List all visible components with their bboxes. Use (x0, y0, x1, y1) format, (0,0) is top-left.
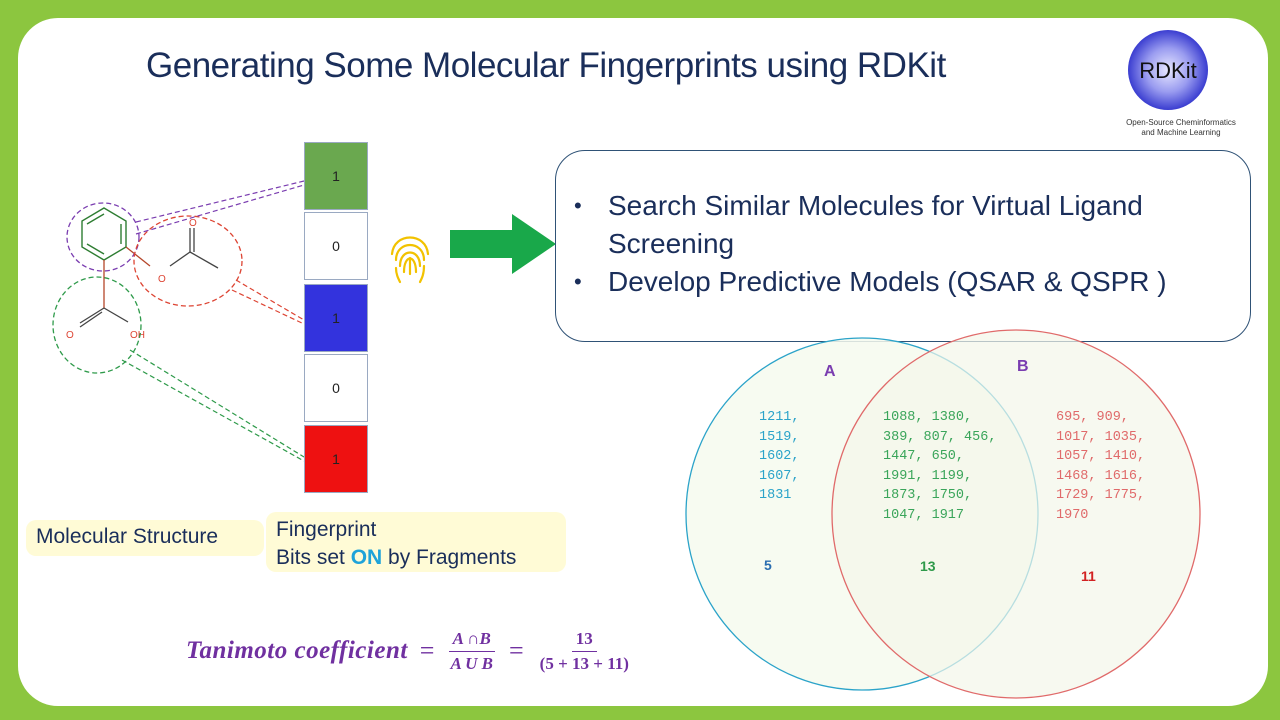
rdkit-logo: RDKit (1128, 30, 1208, 110)
slide: Generating Some Molecular Fingerprints u… (18, 18, 1268, 706)
bit-1: 0 (304, 212, 368, 280)
formula-lhs-numerator-text: A ∩B (452, 628, 491, 648)
formula-name: Tanimoto coefficient (186, 637, 408, 664)
atom-label-oh: OH (130, 330, 145, 341)
label-on: ON (350, 546, 383, 569)
label-fingerprint-line1: Fingerprint (276, 518, 377, 541)
bit-2-value: 1 (332, 310, 340, 326)
arrow-icon (450, 214, 556, 274)
application-item-2: Develop Predictive Models (QSAR & QSPR ) (574, 263, 1230, 301)
formula-equals-2: = (509, 636, 524, 665)
formula-lhs-denominator-text: A U B (450, 653, 493, 673)
formula-rhs-denominator: (5 + 13 + 11) (539, 653, 629, 673)
fingerprint-icon (390, 236, 430, 284)
bit-4: 1 (304, 425, 368, 493)
venn-bits-a-and-b: 1088, 1380, 389, 807, 456, 1447, 650, 19… (883, 410, 997, 523)
formula-equals-1: = (419, 636, 435, 665)
venn-bits-only-a: 1211, 1519, 1602, 1607, 1831 (759, 410, 800, 503)
venn-count-ab: 13 (920, 558, 936, 574)
fragment-circle-ring (66, 202, 140, 272)
label-fingerprint: Fingerprint Bits set ON by Fragments (266, 512, 566, 572)
venn-diagram (685, 329, 1201, 699)
applications-list: Search Similar Molecules for Virtual Lig… (574, 187, 1230, 301)
formula-lhs-denominator: A U B (446, 652, 497, 674)
molecule-diagram: O O O OH (52, 180, 556, 462)
bit-4-value: 1 (332, 451, 340, 467)
atom-label-o-3: O (66, 330, 74, 341)
slide-title: Generating Some Molecular Fingerprints u… (146, 46, 946, 85)
logo-text: RDKit (1139, 58, 1196, 83)
bit-2: 1 (304, 284, 368, 352)
tanimoto-formula: Tanimoto coefficient = A ∩B A U B = 13 (… (186, 621, 633, 681)
venn-label-b: B (1017, 358, 1029, 375)
formula-lhs-numerator: A ∩B (448, 628, 495, 652)
venn-count-b: 11 (1081, 568, 1096, 584)
fragment-guide-lines (121, 180, 305, 462)
formula-rhs-numerator: 13 (571, 629, 597, 652)
bit-1-value: 0 (332, 238, 340, 254)
logo-caption: Open-Source Cheminformatics and Machine … (1106, 118, 1256, 138)
logo-caption-line2: and Machine Learning (1141, 128, 1221, 137)
formula-fraction-sets: A ∩B A U B (446, 629, 497, 674)
venn-circle-b (831, 329, 1201, 699)
bit-0: 1 (304, 142, 368, 210)
fragment-circle-acid (52, 276, 142, 374)
fragment-circle-ester (133, 215, 243, 307)
label-molecular-structure: Molecular Structure (26, 520, 264, 556)
atom-label-o-2: O (189, 218, 197, 229)
label-fingerprint-line2: Bits set ON by Fragments (276, 544, 556, 572)
logo-caption-line1: Open-Source Cheminformatics (1126, 118, 1236, 127)
acid-branch (79, 260, 129, 328)
venn-bits-only-b: 695, 909, 1017, 1035, 1057, 1410, 1468, … (1056, 410, 1146, 523)
formula-fraction-values: 13 (5 + 13 + 11) (536, 629, 633, 674)
venn-count-a: 5 (764, 557, 772, 573)
applications-callout: Search Similar Molecules for Virtual Lig… (555, 150, 1251, 342)
bit-0-value: 1 (332, 168, 340, 184)
label-by-fragments: by Fragments (382, 546, 517, 569)
venn-label-a: A (824, 363, 836, 380)
logo-circle (1128, 30, 1208, 110)
atom-label-o-1: O (158, 274, 166, 285)
ester-branch (125, 228, 219, 269)
bit-3-value: 0 (332, 380, 340, 396)
label-bits-set: Bits set (276, 546, 351, 569)
bit-3: 0 (304, 354, 368, 422)
application-item-1: Search Similar Molecules for Virtual Lig… (574, 187, 1230, 263)
